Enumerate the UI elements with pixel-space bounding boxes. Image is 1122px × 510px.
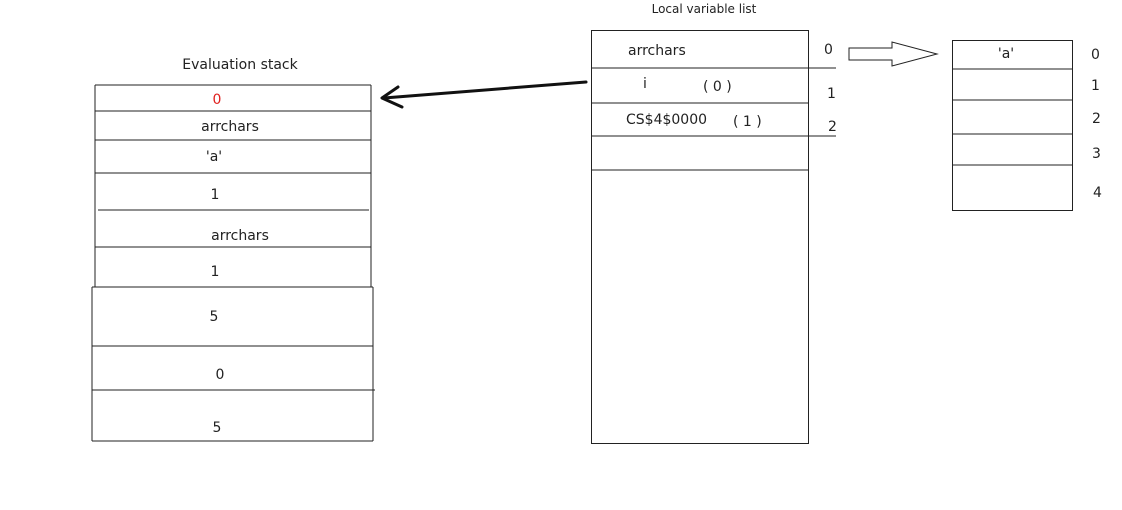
- evaluation-stack-item: 'a': [205, 149, 223, 165]
- evaluation-stack-item: 0: [212, 92, 222, 108]
- local-variable-list-box: [591, 30, 836, 444]
- array-index: 2: [1092, 111, 1101, 127]
- array-index: 0: [1091, 47, 1100, 63]
- local-variable-list-title: Local variable list: [651, 2, 757, 16]
- array-reference-arrow: [848, 41, 939, 67]
- evaluation-stack-item: 1: [210, 187, 220, 203]
- array-index: 3: [1092, 146, 1101, 162]
- local-variable-name: i: [643, 76, 647, 92]
- local-variable-index: 1: [827, 86, 836, 102]
- evaluation-stack-item: arrchars: [211, 228, 269, 244]
- evaluation-stack-item: 5: [209, 309, 219, 325]
- local-variable-name: arrchars: [628, 43, 686, 59]
- local-variable-name: CS$4$0000: [626, 112, 708, 128]
- local-variable-index: 0: [824, 42, 833, 58]
- local-variable-value: ( 1 ): [733, 114, 762, 130]
- array-cell: 'a': [997, 46, 1015, 62]
- evaluation-stack-box: [91, 84, 375, 442]
- array-index: 4: [1093, 185, 1102, 201]
- array-box: [952, 40, 1073, 211]
- evaluation-stack-item: 0: [215, 367, 225, 383]
- evaluation-stack-item: 1: [210, 264, 220, 280]
- array-index: 1: [1091, 78, 1100, 94]
- evaluation-stack-title: Evaluation stack: [182, 57, 298, 73]
- local-variable-index: 2: [828, 119, 837, 135]
- evaluation-stack-item: arrchars: [201, 119, 259, 135]
- local-variable-value: ( 0 ): [703, 79, 732, 95]
- stack-pointer-arrow: [380, 80, 588, 109]
- evaluation-stack-item: 5: [212, 420, 222, 436]
